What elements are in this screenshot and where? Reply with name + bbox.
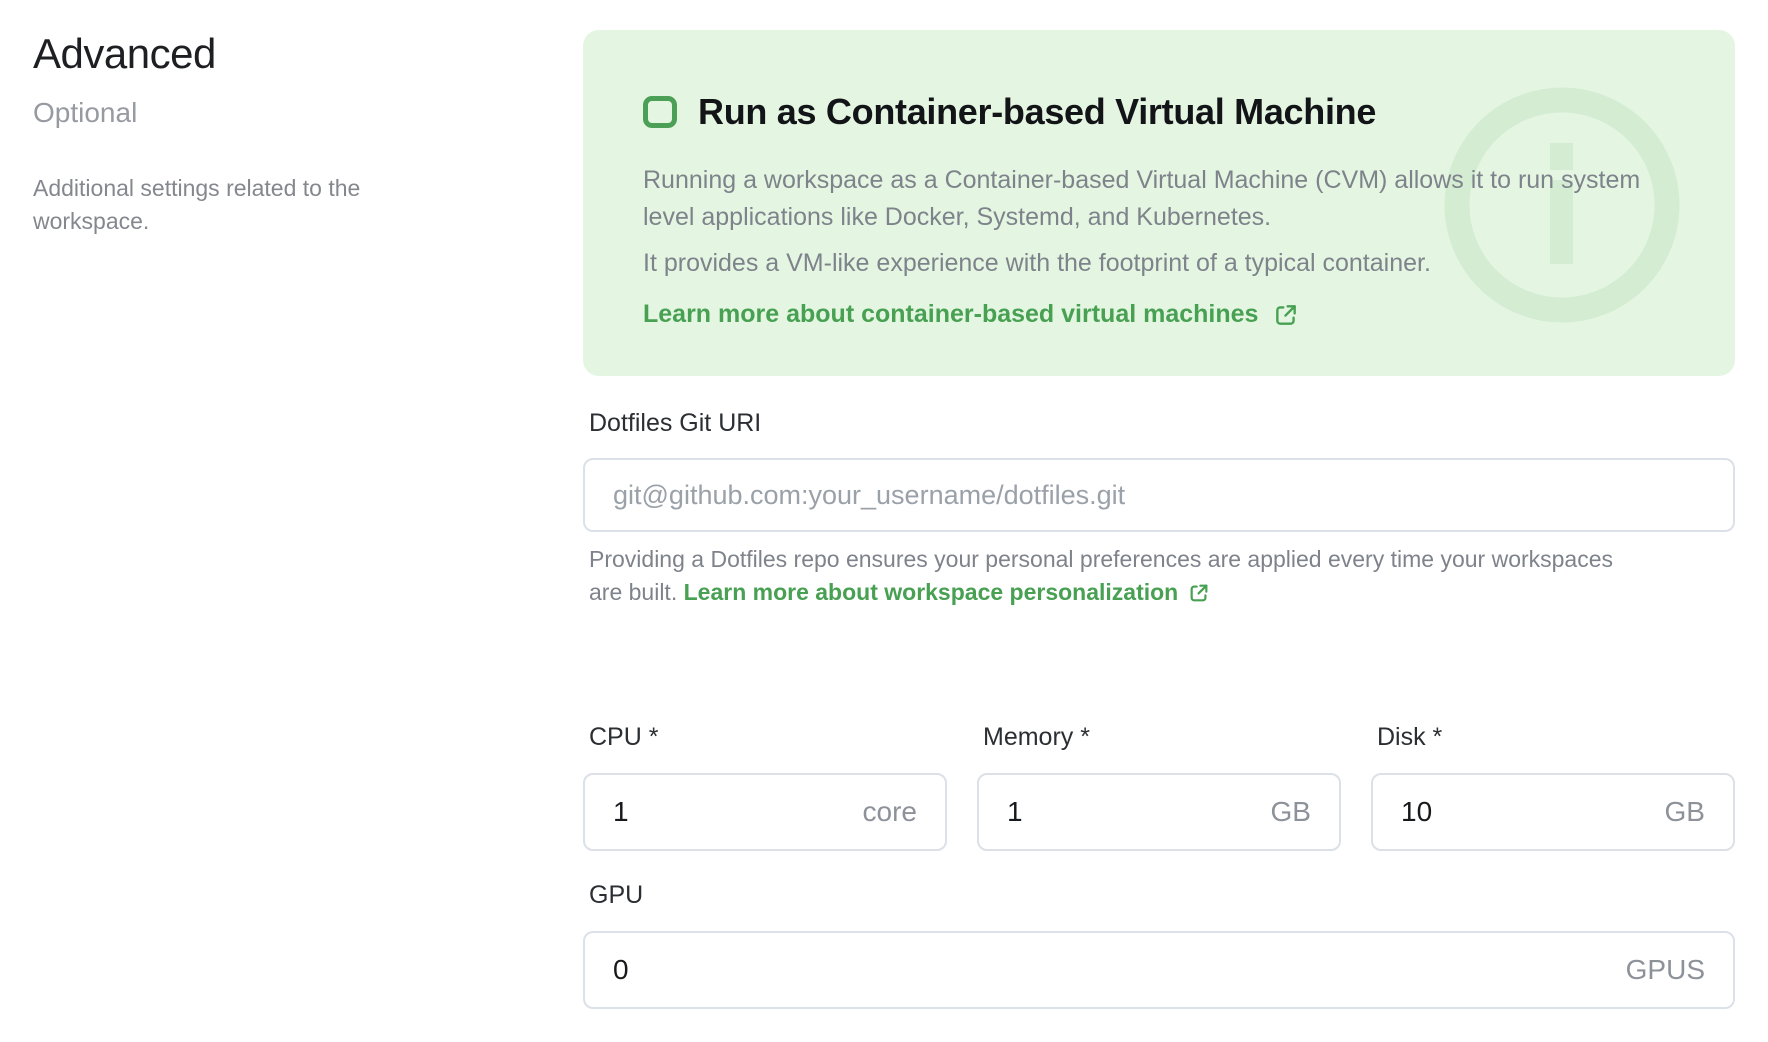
gpu-input[interactable] [613, 954, 1614, 986]
cvm-description-2: It provides a VM-like experience with th… [643, 249, 1431, 277]
memory-input-box: GB [977, 773, 1341, 851]
external-link-icon [1276, 304, 1297, 325]
gpu-input-box: GPUS [583, 931, 1735, 1009]
memory-input[interactable] [1007, 796, 1259, 828]
disk-unit: GB [1664, 796, 1705, 827]
cvm-banner: Run as Container-based Virtual Machine R… [583, 30, 1735, 376]
cpu-input[interactable] [613, 796, 851, 828]
dotfiles-helper-text: Providing a Dotfiles repo ensures your p… [589, 546, 1614, 605]
advanced-section-summary: Advanced Optional Additional settings re… [33, 30, 463, 238]
section-title: Advanced [33, 30, 216, 77]
workspace-personalization-link[interactable]: Learn more about workspace personalizati… [684, 576, 1211, 609]
memory-unit: GB [1270, 796, 1311, 827]
dotfiles-helper: Providing a Dotfiles repo ensures your p… [589, 543, 1624, 609]
dotfiles-label: Dotfiles Git URI [589, 409, 762, 437]
external-link-icon [1190, 584, 1208, 601]
disk-input-box: GB [1371, 773, 1735, 851]
workspace-personalization-label: Learn more about workspace personalizati… [683, 579, 1179, 605]
disk-label: Disk * [1377, 723, 1443, 751]
disk-input[interactable] [1401, 796, 1653, 828]
gpu-unit: GPUS [1625, 954, 1705, 985]
dotfiles-input[interactable] [613, 479, 1705, 511]
cpu-unit: core [862, 796, 917, 827]
section-subtitle: Optional [33, 97, 138, 128]
cvm-title-row: Run as Container-based Virtual Machine [643, 92, 1376, 132]
cpu-input-box: core [583, 773, 947, 851]
cvm-title: Run as Container-based Virtual Machine [698, 91, 1377, 132]
gpu-label: GPU [589, 881, 644, 909]
cvm-learn-more-link[interactable]: Learn more about container-based virtual… [643, 300, 1299, 329]
cvm-checkbox[interactable] [643, 96, 677, 128]
cpu-label: CPU * [589, 723, 659, 751]
dotfiles-input-box [583, 458, 1735, 532]
cvm-learn-more-label: Learn more about container-based virtual… [643, 300, 1259, 328]
memory-label: Memory * [983, 723, 1090, 751]
cvm-description-1: Running a workspace as a Container-based… [643, 166, 1641, 231]
section-description: Additional settings related to the works… [33, 175, 361, 234]
